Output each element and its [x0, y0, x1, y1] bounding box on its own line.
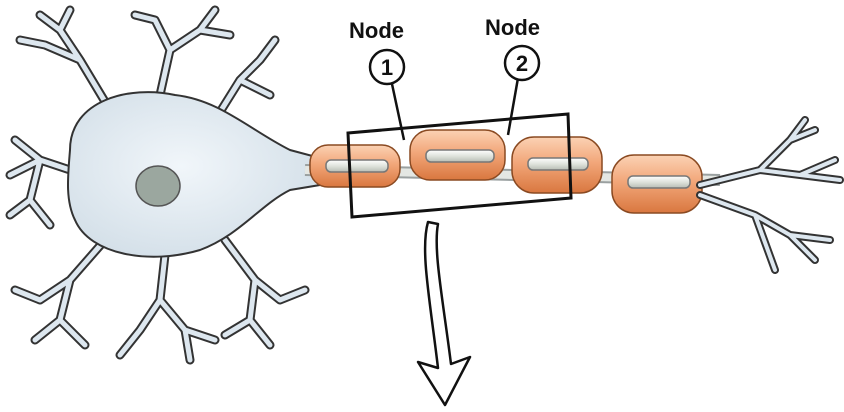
nucleus: [136, 166, 180, 206]
node-1-pointer: [392, 84, 404, 140]
node-2-pointer: [508, 78, 518, 135]
myelin-segment: [310, 145, 400, 187]
myelin-segment: [512, 137, 602, 193]
axon-terminals: [700, 120, 840, 270]
zoom-arrow: [418, 222, 470, 405]
node-2-label: Node: [485, 15, 540, 40]
node-1-label: Node: [349, 18, 404, 43]
node-2-number: 2: [516, 51, 528, 76]
myelin-segment: [410, 130, 505, 180]
cell-body: [68, 92, 320, 257]
node-1-number: 1: [381, 55, 393, 80]
myelin-segment: [612, 155, 702, 213]
